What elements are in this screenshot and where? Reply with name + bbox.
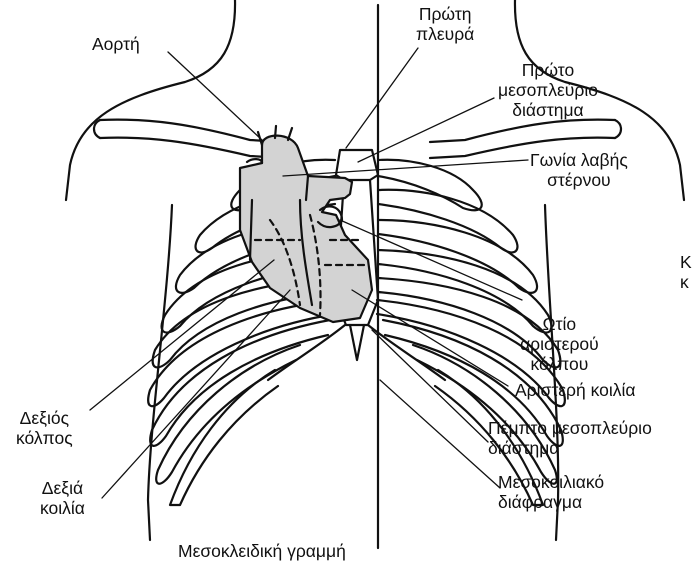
label-right-ventricle: Δεξιά κοιλία — [40, 478, 85, 518]
heart — [240, 126, 372, 322]
label-partial-cut-off: Κ κ — [680, 252, 692, 292]
label-fifth-intercostal-space: Πέμπτο μεσοπλεύριο διάστημα — [488, 418, 652, 458]
label-left-atrial-appendage: Ωτίο αριστερού κόλπου — [520, 314, 599, 374]
label-aorta: Αορτή — [92, 34, 140, 54]
label-left-ventricle: Αριστερή κοιλία — [515, 380, 636, 400]
label-right-atrium: Δεξιός κόλπος — [16, 408, 73, 448]
label-sternal-angle: Γωνία λαβής στέρνου — [530, 150, 628, 190]
label-first-rib: Πρώτη πλευρά — [416, 4, 474, 44]
label-first-intercostal-space: Πρώτο μεσοπλεύριο διάστημα — [498, 60, 598, 120]
label-midclavicular-line: Μεσοκλειδική γραμμή — [178, 541, 346, 561]
label-interventricular-septum: Μεσοκοιλιακό διάφραγμα — [498, 472, 604, 512]
